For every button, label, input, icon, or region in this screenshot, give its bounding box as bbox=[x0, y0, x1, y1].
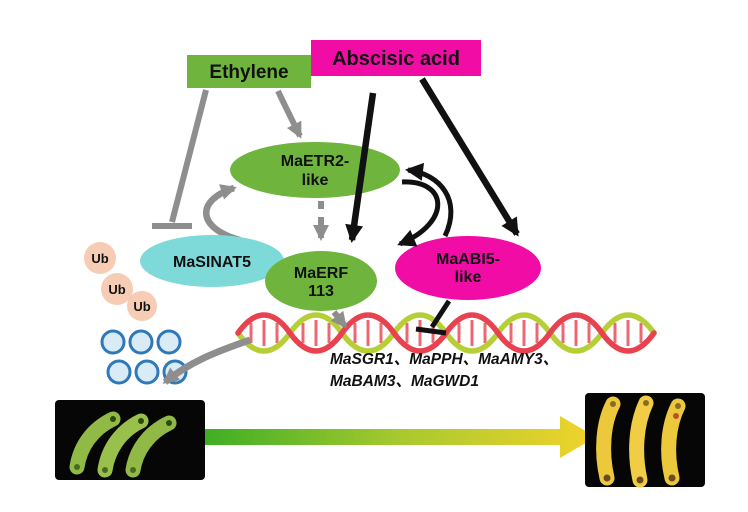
banana-stem bbox=[130, 467, 136, 473]
ethylene-to-etr2-arrow bbox=[275, 89, 303, 139]
etr2-label-line1: MaETR2- bbox=[281, 153, 349, 170]
abi5-label-line1: MaABI5- bbox=[436, 251, 500, 268]
ub-label: Ub bbox=[133, 299, 150, 314]
dna-rungs bbox=[249, 320, 643, 346]
banana-stem bbox=[74, 464, 80, 470]
banana-tip bbox=[668, 474, 676, 482]
abi5-ellipse bbox=[395, 236, 541, 300]
abi5-label-line2: like bbox=[455, 269, 482, 286]
banana-tip bbox=[603, 474, 611, 482]
abi5-inhibits-genes-tbar bbox=[415, 299, 452, 336]
banana-tip bbox=[166, 420, 172, 426]
green-banana bbox=[125, 415, 177, 478]
ethylene-inhibits-sinat5-tbar bbox=[152, 89, 209, 229]
ub-label: Ub bbox=[91, 251, 108, 266]
aba-to-abi5-arrow bbox=[419, 77, 520, 237]
green-banana bbox=[97, 413, 149, 478]
blue-circle bbox=[100, 329, 126, 355]
blue-circle bbox=[128, 329, 154, 355]
abscisic-acid-box bbox=[311, 40, 481, 76]
abscisic-acid-label: Abscisic acid bbox=[332, 48, 460, 70]
aba-to-erf113-arrow bbox=[345, 92, 377, 243]
banana-tip bbox=[138, 418, 144, 424]
yellow-banana bbox=[629, 395, 654, 488]
ethylene-label: Ethylene bbox=[209, 62, 288, 83]
blue-circle bbox=[106, 359, 132, 385]
ubiquitin-cluster bbox=[84, 242, 157, 321]
yellow-bananas-image bbox=[585, 393, 705, 488]
sinat5-ellipse bbox=[140, 235, 284, 287]
ub-circle bbox=[84, 242, 116, 274]
green-banana bbox=[69, 411, 121, 475]
ripening-progress-arrow bbox=[205, 416, 596, 458]
target-genes-line1: MaSGR1、MaPPH、MaAMY3、 bbox=[330, 351, 558, 368]
blue-circle bbox=[134, 359, 160, 385]
erf113-label-line2: 113 bbox=[308, 283, 334, 300]
sinat5-to-etr2-arrow bbox=[203, 184, 241, 244]
banana-stem bbox=[610, 401, 616, 407]
erf113-to-dna-arrow bbox=[330, 310, 348, 329]
etr2-label-line2: like bbox=[302, 172, 329, 189]
target-genes-line2: MaBAM3、MaGWD1 bbox=[330, 373, 479, 390]
banana-stem bbox=[102, 467, 108, 473]
green-bananas-image bbox=[55, 400, 205, 480]
ub-label: Ub bbox=[108, 282, 125, 297]
yellow-banana bbox=[596, 396, 621, 486]
sinat5-label: MaSINAT5 bbox=[173, 254, 251, 271]
banana-stem bbox=[643, 400, 649, 406]
yellow-banana bbox=[661, 398, 686, 486]
etr2-ellipse bbox=[230, 142, 400, 198]
ub-circle bbox=[127, 291, 157, 321]
banana-tip bbox=[636, 476, 644, 484]
ethylene-box bbox=[187, 55, 311, 88]
etr2-to-erf113-curved-arrow bbox=[397, 179, 441, 247]
banana-blemish bbox=[673, 413, 679, 419]
abi5-to-etr2-curved-arrow bbox=[405, 162, 454, 238]
dna-to-fruit-arrow bbox=[162, 336, 252, 385]
blue-circle bbox=[156, 329, 182, 355]
erf113-ellipse bbox=[265, 251, 377, 311]
erf113-label-line1: MaERF bbox=[294, 265, 348, 282]
ub-circle bbox=[101, 273, 133, 305]
banana-tip bbox=[110, 416, 116, 422]
banana-stem bbox=[675, 403, 681, 409]
